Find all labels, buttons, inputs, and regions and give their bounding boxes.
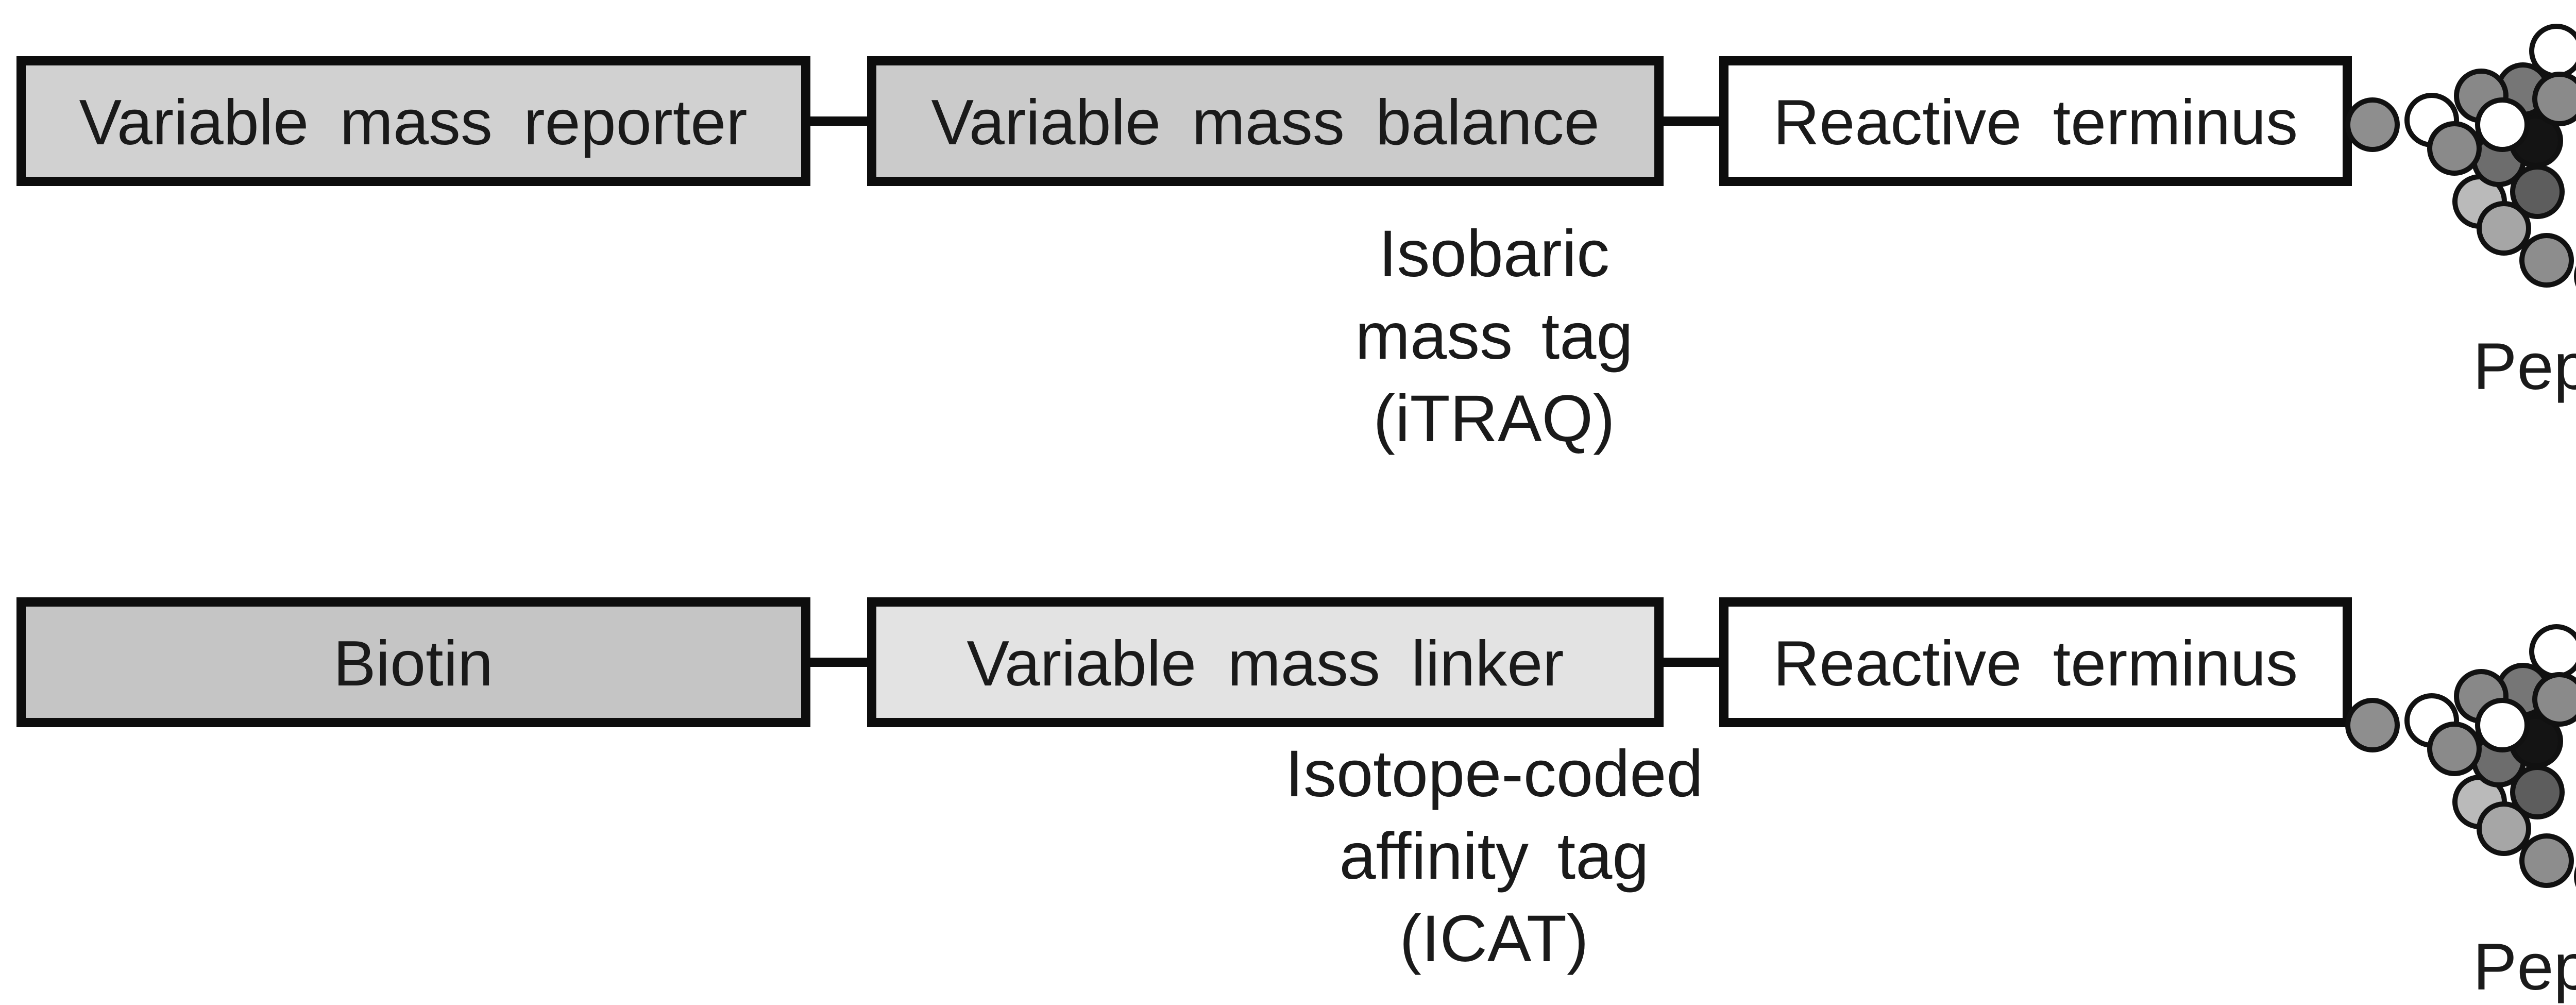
peptide-chain: [2345, 624, 2576, 888]
box-reactive-terminus: [1719, 56, 2352, 186]
peptide-unit: [2519, 233, 2574, 288]
peptide-unit: [2345, 698, 2400, 752]
peptide-label: Peptide: [2473, 330, 2576, 404]
annotation-line: affinity tag: [1339, 819, 1649, 893]
row-isobaric-mass-tag: Variable mass reporter Variable mass bal…: [16, 24, 2576, 456]
peptide-unit: [2477, 201, 2531, 256]
peptide-unit: [2475, 698, 2530, 752]
box-variable-mass-balance: [867, 56, 1664, 186]
annotation-line: (ICAT): [1399, 902, 1588, 976]
box-label-reactive-terminus: Reactive terminus: [1773, 87, 2298, 158]
peptide-unit: [2532, 72, 2576, 126]
box-label-variable-mass-reporter: Variable mass reporter: [79, 87, 747, 158]
peptide-unit: [2345, 97, 2400, 152]
annotation-line: Isobaric: [1379, 217, 1609, 291]
box-variable-mass-reporter: [16, 56, 810, 186]
box-label-biotin: Biotin: [333, 628, 493, 699]
box-label-variable-mass-balance: Variable mass balance: [931, 87, 1599, 158]
peptide-unit: [2477, 801, 2531, 856]
peptide-chain: [2345, 24, 2576, 288]
annotation-line: mass tag: [1355, 299, 1633, 373]
peptide-label: Peptide: [2473, 930, 2576, 1004]
peptide-unit: [2532, 672, 2576, 727]
annotation-line: Isotope-coded: [1285, 737, 1703, 811]
box-label-reactive-terminus: Reactive terminus: [1773, 628, 2298, 699]
box-variable-mass-linker: [867, 597, 1664, 727]
peptide-unit: [2519, 833, 2574, 888]
peptide-unit: [2475, 97, 2530, 152]
row-isotope-coded-affinity-tag: Biotin Variable mass linker Reactive ter…: [16, 597, 2576, 1004]
box-biotin: [16, 597, 810, 727]
peptide-unit: [2427, 121, 2482, 176]
box-label-variable-mass-linker: Variable mass linker: [967, 628, 1564, 699]
peptide-unit: [2427, 722, 2482, 776]
box-reactive-terminus: [1719, 597, 2352, 727]
annotation-line: (iTRAQ): [1373, 382, 1615, 456]
